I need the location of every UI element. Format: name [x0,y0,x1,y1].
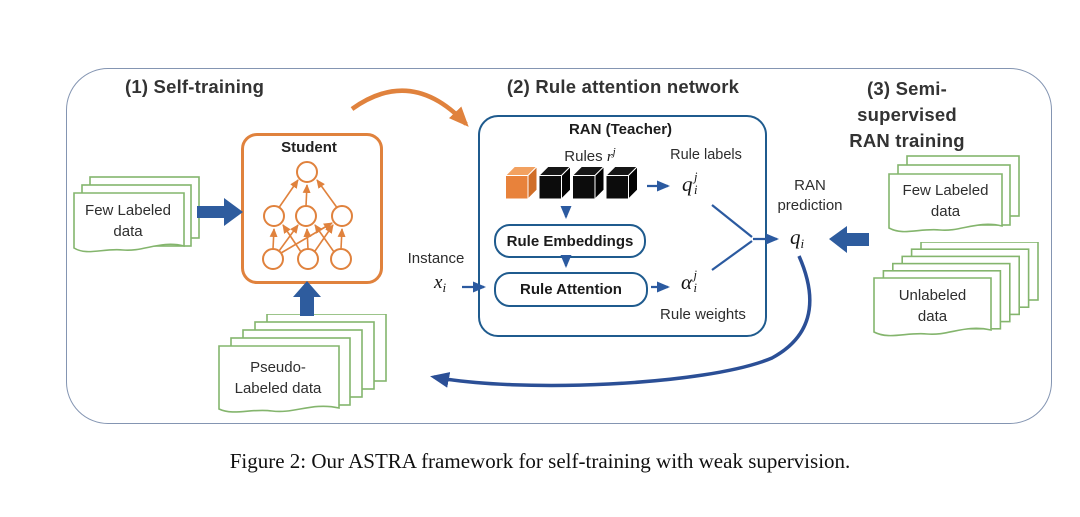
rule-labels-caption: Rule labels [670,147,742,163]
rule-cube-black-icon [538,166,571,200]
few-labeled-left-pages-icon [73,176,200,253]
section-3-line1: (3) Semi-supervised [857,78,957,125]
instance-label: Instance [407,250,465,267]
pseudo-labeled-stack: Pseudo- Labeled data [218,348,338,408]
pseudo-labeled-line1: Pseudo- [250,359,306,376]
rule-weights-caption: Rule weights [660,306,746,323]
ran-prediction-label: RAN prediction [768,176,852,216]
rule-cube-black-icon [605,166,638,200]
rules-label: Rules rj [564,146,616,165]
neural-network-icon [262,161,353,270]
few-labeled-left-line2: data [113,223,143,240]
ran-teacher-title: RAN (Teacher) [568,121,673,138]
student-title: Student [281,139,337,156]
pseudo-labeled-line2: Labeled data [234,380,322,397]
section-3-line2: RAN training [849,130,965,151]
few-labeled-right-line1: Few Labeled [902,182,989,199]
rule-cube-black-icon [572,166,605,200]
ran-prediction-line2: prediction [777,197,843,214]
section-3-heading: (3) Semi-supervised RAN training [822,76,992,154]
rules-math-r-sup-j: rj [606,146,616,165]
few-labeled-right-pages-icon [888,155,1020,233]
rule-attention-pill: Rule Attention [494,272,648,307]
unlabeled-line2: data [917,307,948,325]
few-labeled-right-line2: data [930,203,961,220]
rule-cubes-icon [505,166,638,200]
ran-prediction-line1: RAN [794,177,826,194]
rule-embeddings-pill: Rule Embeddings [494,224,646,258]
section-1-heading: (1) Self-training [125,76,265,97]
rule-cube-orange-icon [505,166,538,200]
few-labeled-right-stack: Few Labeled data [889,174,1002,228]
few-labeled-left-line1: Few Labeled [85,202,171,219]
figure-caption: Figure 2: Our ASTRA framework for self-t… [229,449,851,473]
unlabeled-pages-icon [873,242,1039,337]
instance-math-x: xi [434,272,447,295]
ran-prediction-math-q: qi [790,225,805,251]
few-labeled-left-stack: Few Labeled data [73,193,183,249]
section-2-heading: (2) Rule attention network [506,76,740,97]
unlabeled-line1: Unlabeled [898,286,967,304]
pseudo-labeled-pages-icon [218,314,387,413]
unlabeled-data-stack: Unlabeled data [874,279,991,332]
